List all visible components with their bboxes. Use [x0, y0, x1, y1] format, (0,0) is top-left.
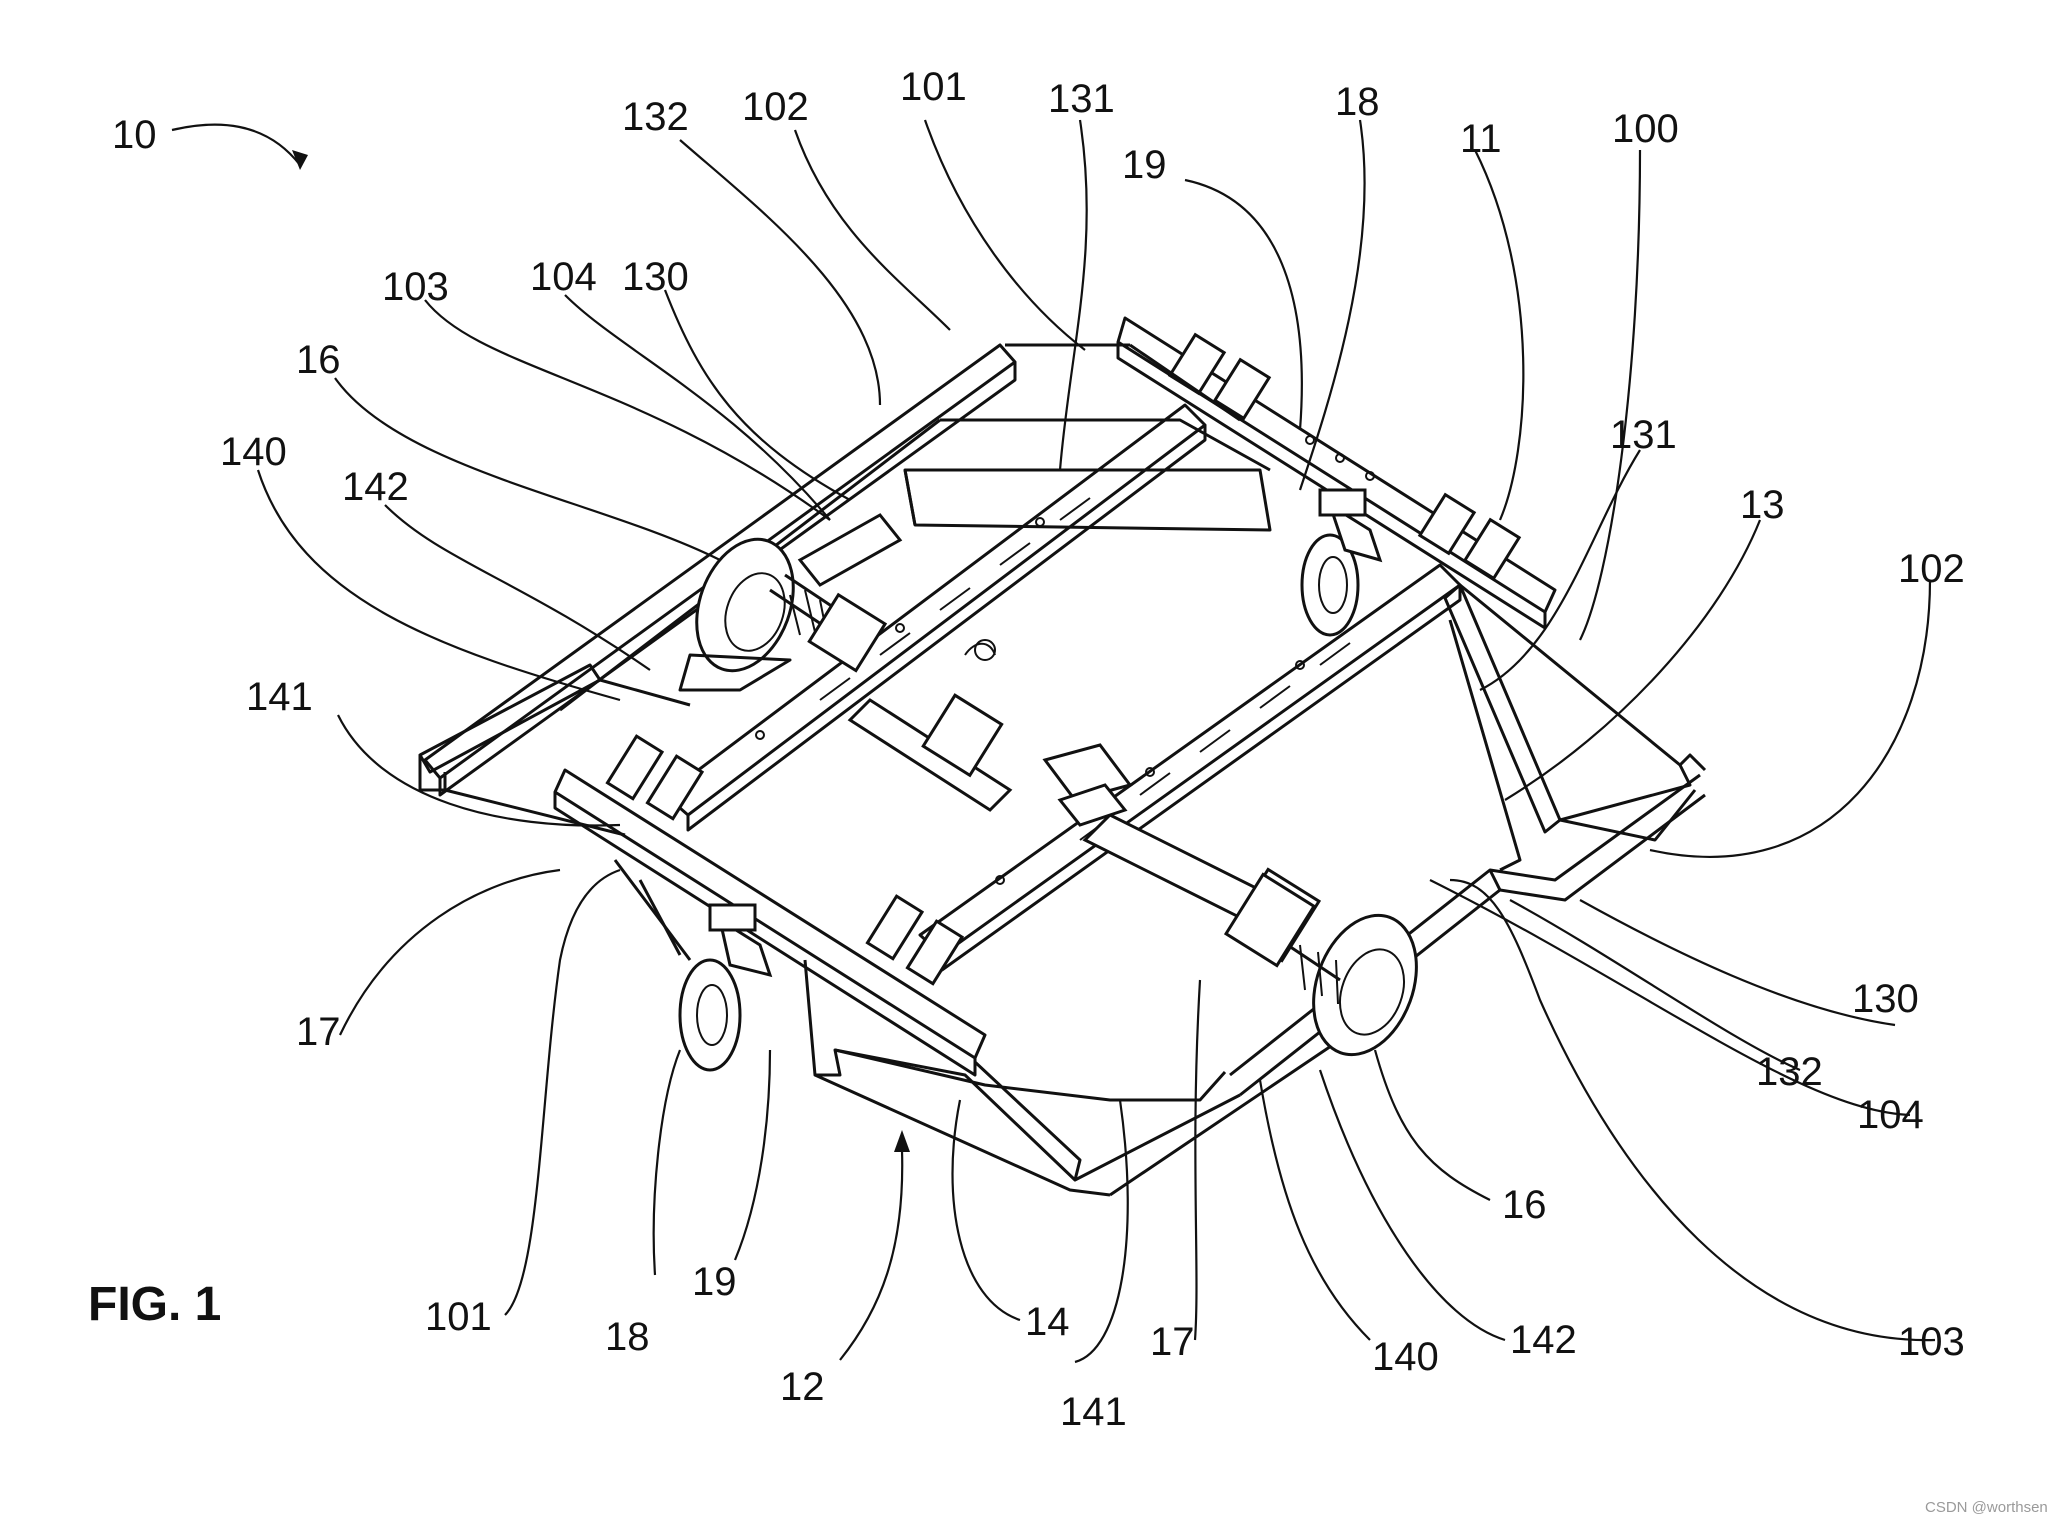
ref-104-left: 104: [530, 255, 597, 299]
ref-103-left: 103: [382, 265, 449, 309]
ref-130-right: 130: [1852, 977, 1919, 1021]
ref-17-left: 17: [296, 1010, 341, 1054]
right-longitudinal-beam: [918, 563, 1462, 972]
ref-18-bottom: 18: [605, 1315, 650, 1359]
left-outrigger: [418, 663, 692, 961]
ref-131-right: 131: [1610, 413, 1677, 457]
figure-label: FIG. 1: [88, 1278, 221, 1331]
ref-11: 11: [1460, 117, 1502, 161]
ref-101-top: 101: [900, 65, 967, 109]
ref-131-top: 131: [1048, 77, 1115, 121]
ref-100: 100: [1612, 107, 1679, 151]
ref-102-top: 102: [742, 85, 809, 129]
ref-101-bottom: 101: [425, 1295, 492, 1339]
right-drive-wheel: [1223, 872, 1418, 1057]
ref-16-right: 16: [1502, 1183, 1547, 1227]
ref-140-left: 140: [220, 430, 287, 474]
ref-141-left: 141: [246, 675, 313, 719]
ref-18-top: 18: [1335, 80, 1380, 124]
ref-142-left: 142: [342, 465, 409, 509]
caster-wheel-front: [678, 903, 773, 1072]
ref-14: 14: [1025, 1300, 1070, 1344]
right-outrigger: [1443, 583, 1707, 872]
upper-inner-frame: [903, 343, 1272, 532]
ref-130-left: 130: [622, 255, 689, 299]
ref-140-bottom: 140: [1372, 1335, 1439, 1379]
leader-lines: [171, 119, 1936, 1364]
ref-19-top: 19: [1122, 143, 1167, 187]
watermark: CSDN @worthsen: [1925, 1499, 2048, 1516]
ref-10: 10: [112, 113, 157, 157]
ref-16-left: 16: [296, 338, 341, 382]
reference-numerals: 10 132 102 101 131 18 11 100 19 103 104 …: [112, 65, 1965, 1434]
ref-102-right: 102: [1898, 547, 1965, 591]
ref-104-right: 104: [1857, 1093, 1924, 1137]
ref-141-bottom: 141: [1060, 1390, 1127, 1434]
ref-17-bottom: 17: [1150, 1320, 1195, 1364]
ref-132-top: 132: [622, 95, 689, 139]
left-drive-wheel: [678, 513, 903, 692]
right-lower-frame: [1229, 773, 1706, 1097]
front-v-frame: [803, 959, 1381, 1197]
vehicle-frame: [418, 316, 1707, 1197]
ref-19-bottom: 19: [692, 1260, 737, 1304]
ref-132-right: 132: [1756, 1050, 1823, 1094]
ref-142-bottom: 142: [1510, 1318, 1577, 1362]
ref-12: 12: [780, 1365, 825, 1409]
ref-13: 13: [1740, 483, 1785, 527]
ref-103-right: 103: [1898, 1320, 1965, 1364]
caster-wheel-rear: [1300, 488, 1383, 637]
front-cross-rail: [553, 734, 987, 1077]
